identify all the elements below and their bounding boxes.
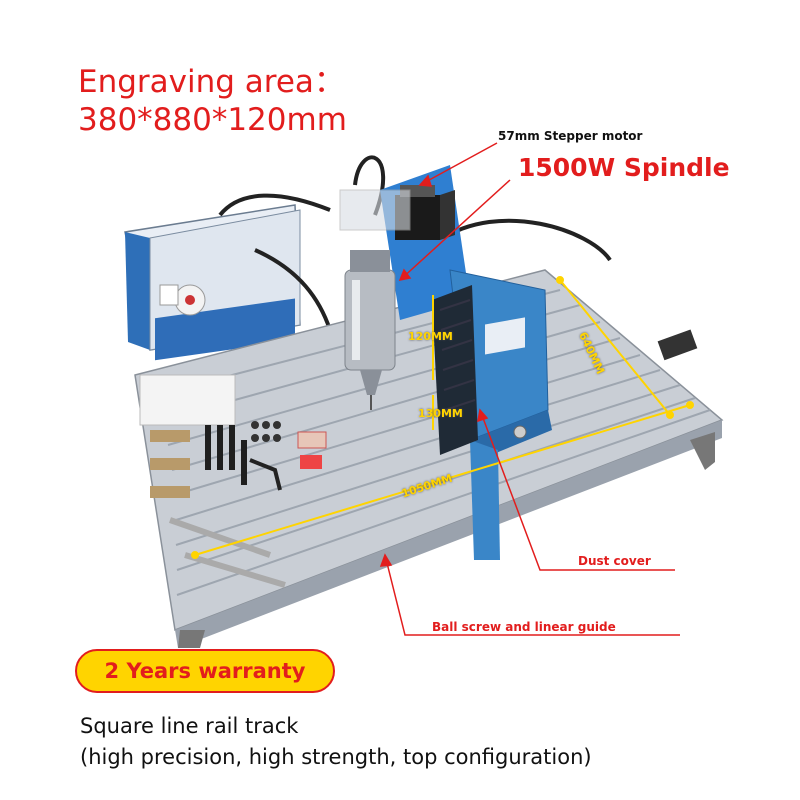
accessories	[139, 374, 327, 588]
cables	[218, 155, 612, 331]
dimension-clearance-label: 130MM	[418, 407, 463, 420]
callout-arrows	[379, 142, 680, 636]
dimension-lines	[191, 276, 694, 559]
engraving-area-title: Engraving area：	[78, 64, 345, 100]
dimension-height-label: 120MM	[408, 330, 453, 343]
spindle-label: 1500W Spindle	[518, 153, 730, 182]
engraving-area-size: 380*880*120mm	[78, 102, 347, 138]
stepper-motor-label: 57mm Stepper motor	[498, 129, 643, 143]
rail-track-title: Square line rail track	[80, 714, 299, 738]
warranty-text: 2 Years warranty	[104, 659, 306, 683]
warranty-badge: 2 Years warranty	[75, 649, 335, 693]
rail-track-description: (high precision, high strength, top conf…	[80, 745, 592, 769]
control-box	[124, 204, 301, 361]
spindle	[339, 189, 411, 410]
dust-cover-label: Dust cover	[578, 554, 651, 568]
ball-screw-label: Ball screw and linear guide	[432, 620, 616, 634]
